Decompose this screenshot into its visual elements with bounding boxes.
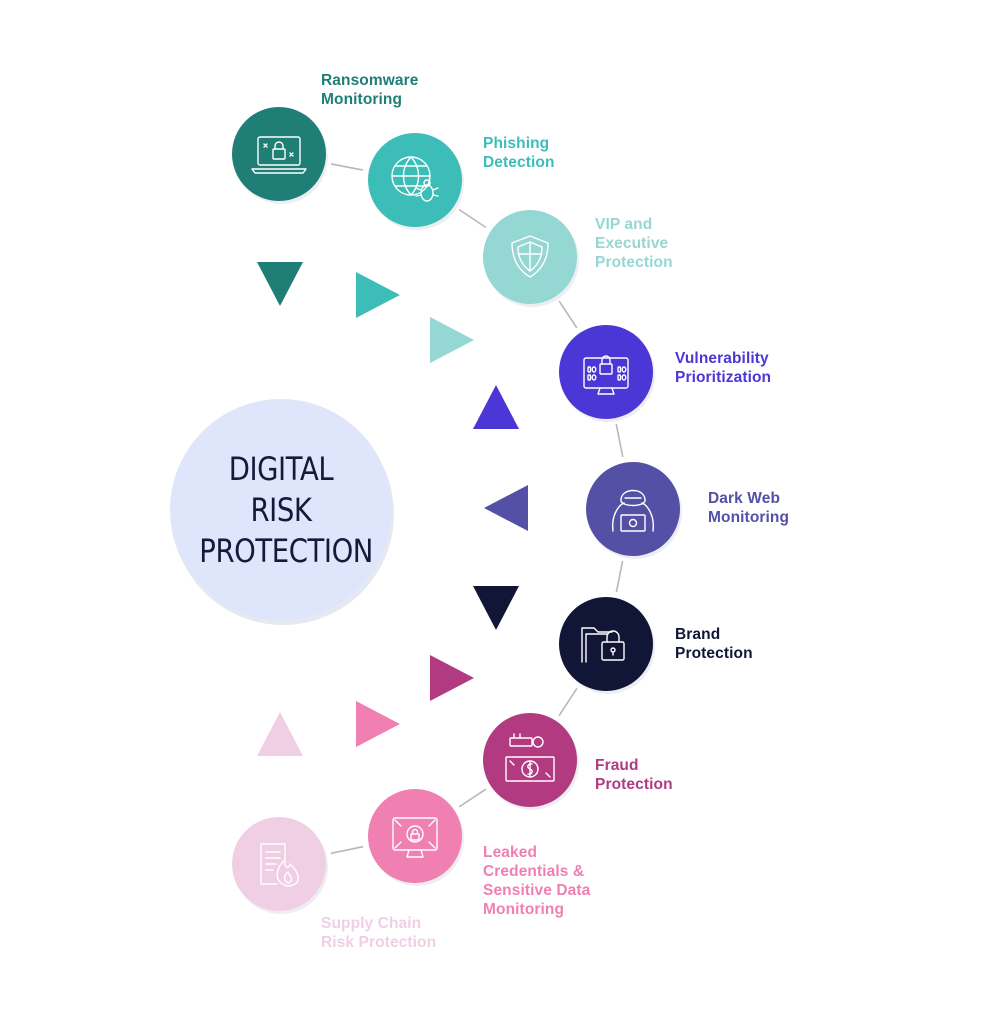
arrow-right: [356, 701, 400, 747]
node-ransomware-monitoring: [232, 107, 328, 204]
label-leaked-credentials: Leaked Credentials & Sensitive Data Moni…: [483, 844, 591, 918]
folder-lock-icon: [581, 627, 625, 663]
label-ransomware-monitoring: Ransomware Monitoring: [321, 72, 419, 108]
connector-line: [330, 163, 364, 171]
connector-line: [615, 423, 624, 458]
arrow-up: [257, 712, 303, 756]
connector-line: [458, 208, 487, 229]
node-supply-chain-risk: [232, 817, 328, 914]
connector-line: [558, 300, 578, 329]
connector-line: [458, 788, 487, 808]
node-leaked-credentials: [368, 789, 464, 886]
node-phishing-detection: [368, 133, 464, 230]
document-fire-icon: [260, 843, 299, 887]
node-vip-executive-protection: [483, 210, 579, 307]
node-circle: [232, 817, 326, 911]
label-phishing-detection: Phishing Detection: [483, 135, 555, 171]
node-circle: [586, 462, 680, 556]
laptop-lock-icon: [251, 136, 307, 174]
node-dark-web-monitoring: [586, 462, 682, 559]
node-circle: [232, 107, 326, 201]
monitor-lock-icon: [392, 817, 438, 858]
node-circle: [368, 133, 462, 227]
connector-line: [615, 560, 624, 593]
arrow-down: [257, 262, 303, 306]
arrow-right: [430, 655, 474, 701]
arrow-right: [356, 272, 400, 318]
node-brand-protection: [559, 597, 655, 694]
label-fraud-protection: Fraud Protection: [595, 757, 673, 793]
node-vulnerability-prioritization: [559, 325, 655, 422]
label-vulnerability-prioritization: Vulnerability Prioritization: [675, 350, 772, 386]
node-circle: [483, 713, 577, 807]
center-circle: DIGITAL RISK PROTECTION: [170, 399, 392, 621]
hacker-icon: [611, 489, 655, 532]
node-circle: [368, 789, 462, 883]
key-money-icon: [505, 733, 555, 782]
label-vip-executive-protection: VIP and Executive Protection: [595, 216, 673, 271]
label-brand-protection: Brand Protection: [675, 626, 753, 662]
arrow-right: [430, 317, 474, 363]
node-circle: [559, 325, 653, 419]
node-fraud-protection: [483, 713, 579, 810]
monitor-binary-lock-icon: [583, 355, 629, 395]
shield-icon: [511, 235, 549, 278]
label-supply-chain-risk: Supply Chain Risk Protection: [321, 915, 437, 951]
arrow-left: [484, 485, 528, 531]
node-circle: [559, 597, 653, 691]
label-dark-web-monitoring: Dark Web Monitoring: [708, 490, 790, 526]
center-title: DIGITAL RISK PROTECTION: [199, 449, 373, 570]
globe-bug-icon: [391, 156, 439, 202]
arrow-down: [473, 586, 519, 630]
arrow-up: [473, 385, 519, 429]
connector-line: [558, 687, 578, 717]
connector-line: [330, 845, 364, 855]
